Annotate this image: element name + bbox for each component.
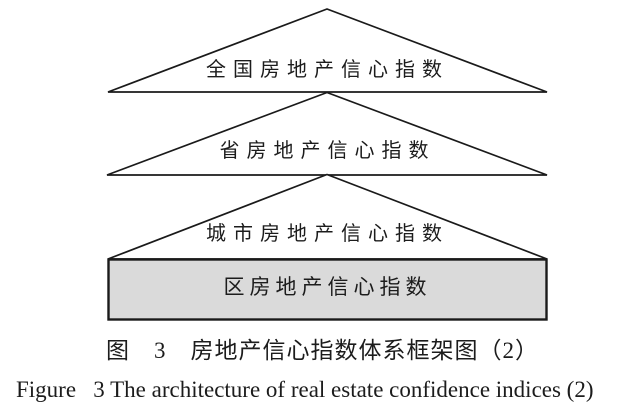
label-province-index: 省房地产信心指数 <box>219 140 436 162</box>
label-national-index: 全国房地产信心指数 <box>206 59 449 81</box>
label-city-index: 城市房地产信心指数 <box>206 223 449 245</box>
label-district-index: 区房地产信心指数 <box>223 275 432 299</box>
figure-caption-chinese: 图 3 房地产信心指数体系框架图（2） <box>106 338 539 363</box>
city-triangle <box>107 173 548 260</box>
figure-caption-english: Figure 3 The architecture of real estate… <box>16 377 594 402</box>
district-box <box>107 258 548 321</box>
